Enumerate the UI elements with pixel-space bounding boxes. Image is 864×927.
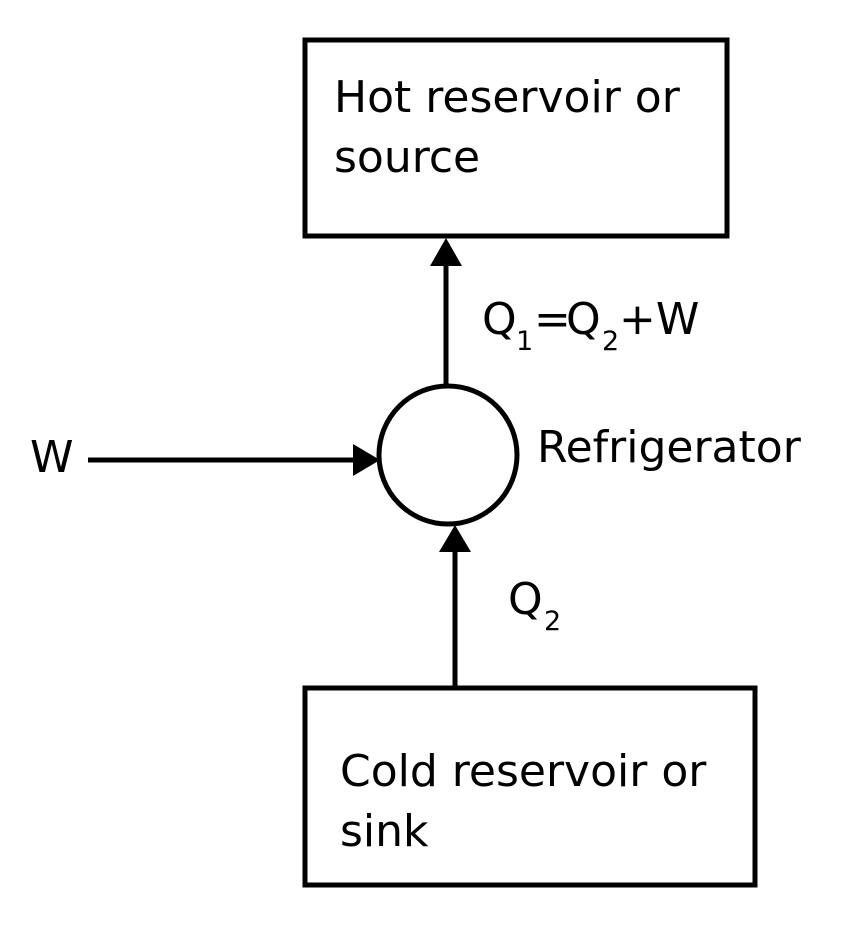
q2-symbol: Q [566, 294, 601, 345]
heat-out-arrow [430, 238, 462, 386]
work-input: W [30, 432, 380, 483]
heat-in-arrow [439, 525, 471, 686]
q2-in-subscript: 2 [544, 606, 561, 637]
q2-subscript: 2 [602, 326, 619, 357]
hot-reservoir-border [302, 37, 730, 239]
q1-subscript: 1 [516, 326, 533, 357]
equals-sign: = [534, 294, 571, 345]
cold-reservoir-box: Cold reservoir or sink [302, 685, 758, 888]
hot-reservoir-label-line2: source [334, 132, 480, 183]
cold-reservoir-label-line2: sink [340, 806, 429, 857]
heat-in-arrowhead-icon [439, 525, 471, 552]
heat-out-arrowhead-icon [430, 238, 462, 266]
heat-in-label: Q 2 [508, 574, 561, 637]
plus-work: +W [619, 294, 699, 345]
refrigerator-label: Refrigerator [537, 422, 802, 473]
work-label: W [30, 432, 74, 483]
cold-reservoir-label-line1: Cold reservoir or [340, 746, 707, 797]
cold-reservoir-border [302, 685, 758, 888]
heat-out-label: Q 1 = Q 2 +W [482, 294, 699, 357]
q2-in-symbol: Q [508, 574, 543, 625]
q1-symbol: Q [482, 294, 517, 345]
hot-reservoir-label-line1: Hot reservoir or [334, 72, 681, 123]
refrigerator-circle [376, 383, 520, 527]
work-arrowhead-icon [353, 444, 380, 476]
hot-reservoir-box: Hot reservoir or source [302, 37, 730, 239]
